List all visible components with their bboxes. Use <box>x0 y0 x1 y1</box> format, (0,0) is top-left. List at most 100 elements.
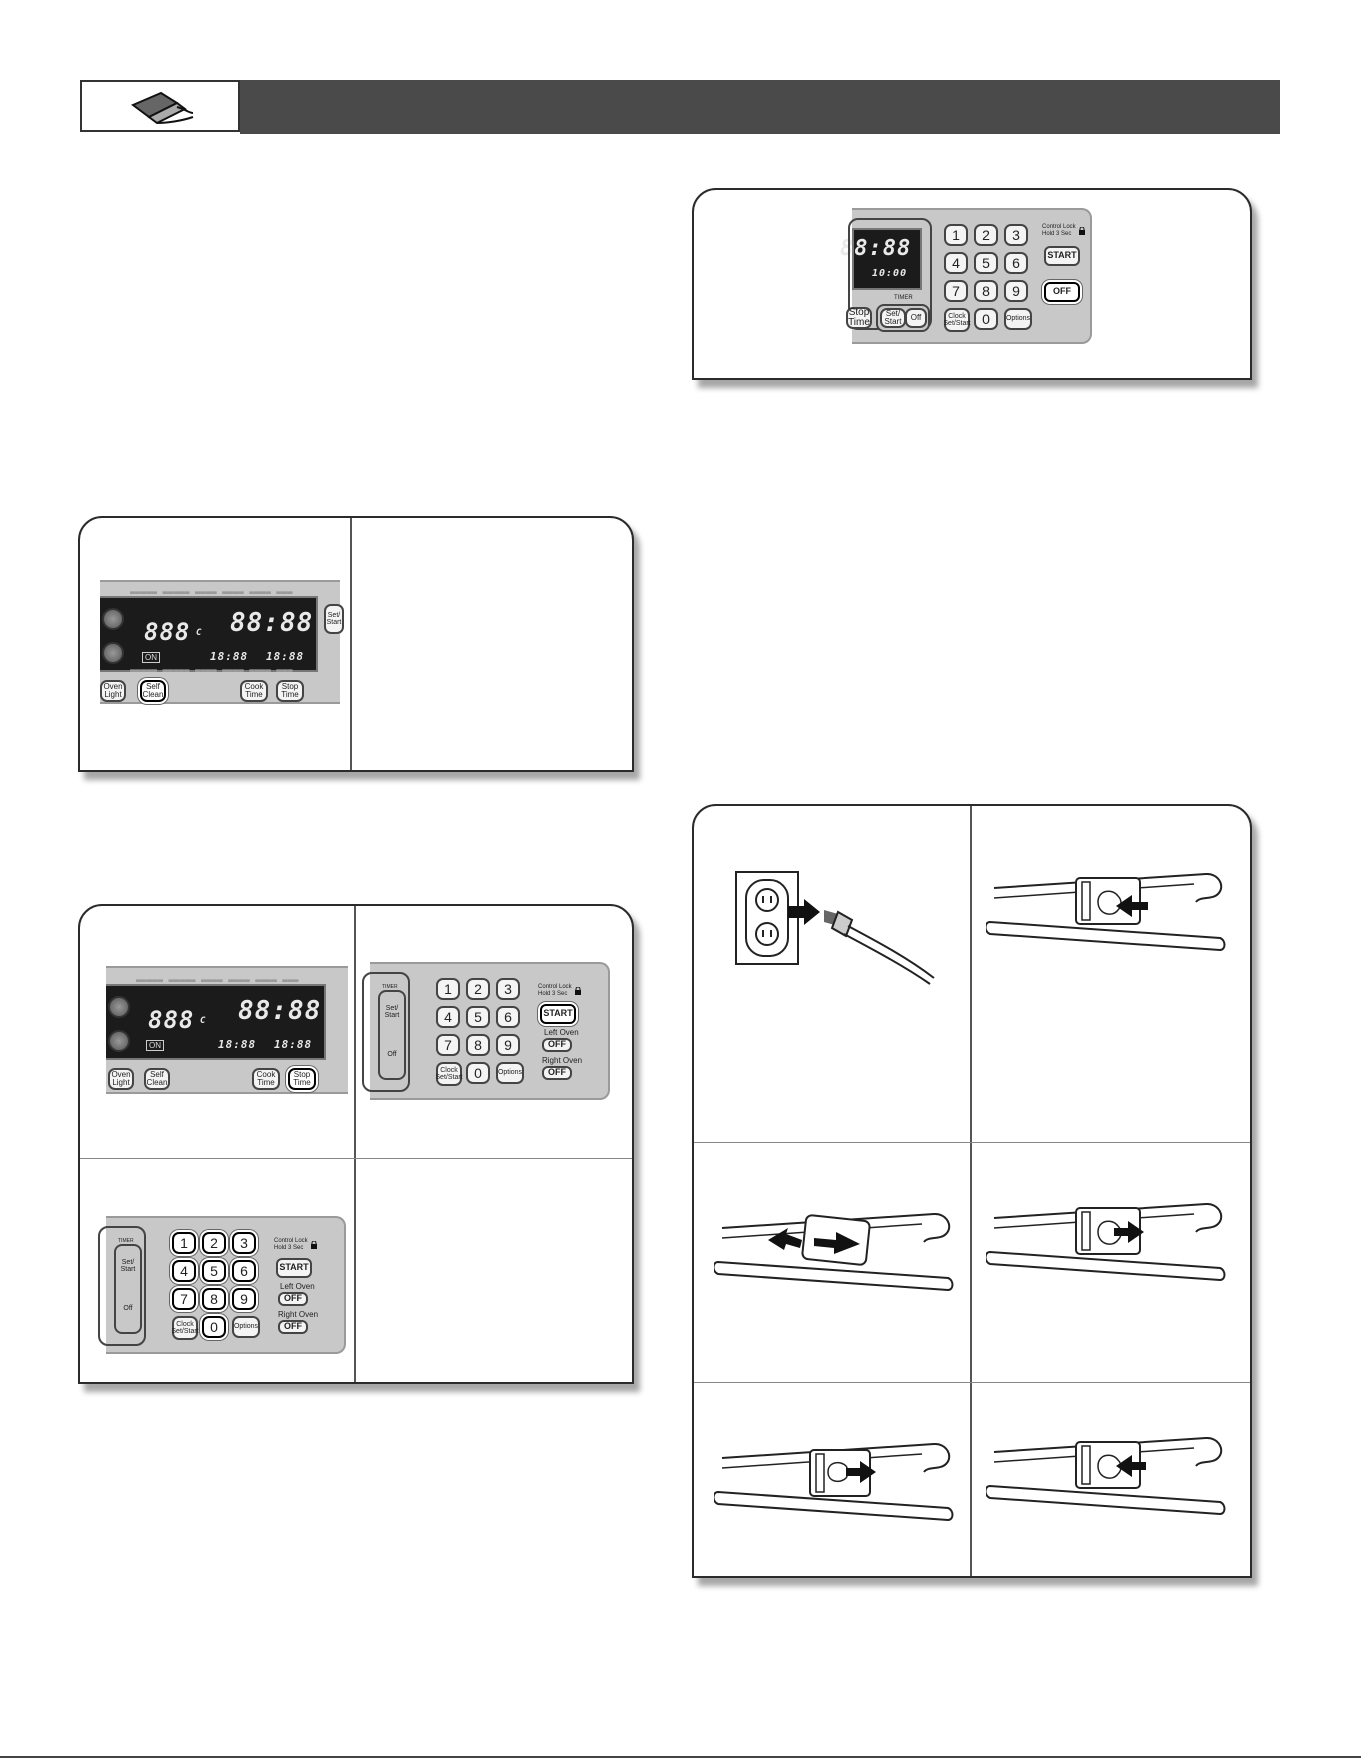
oven-light-button[interactable]: Oven Light <box>108 1068 134 1090</box>
right-oven-off-button[interactable]: OFF <box>542 1066 572 1080</box>
stop-time-button[interactable]: Stop Time <box>288 1068 316 1090</box>
left-oven-label: Left Oven <box>280 1282 315 1291</box>
key-1[interactable]: 1 <box>944 224 968 246</box>
start-button[interactable]: START <box>276 1258 312 1278</box>
self-clean-button[interactable]: Self Clean <box>144 1068 170 1090</box>
display-panel: ▬▬▬▬▬ ▬▬▬▬▬ ▬▬▬▬ ▬▬▬▬ ▬▬▬▬ ▬▬▬ 888 C 88:… <box>106 966 348 1094</box>
display-small-clock: 10:00 <box>872 268 908 279</box>
key-7[interactable]: 7 <box>436 1034 460 1056</box>
self-clean-button[interactable]: Self Clean <box>140 680 166 702</box>
hold-3-sec-label: Hold 3 Sec <box>274 1245 304 1251</box>
key-3[interactable]: 3 <box>1004 224 1028 246</box>
options-button[interactable]: Options <box>1004 308 1032 330</box>
timer-set-start-button-partial[interactable]: Set/ Start <box>324 604 344 634</box>
figure-divider-horizontal-2 <box>694 1382 1250 1383</box>
display-small-clock-right: 18:88 <box>274 1038 313 1051</box>
figure-divider-horizontal-1 <box>694 1142 1250 1143</box>
lcd-segment-row-top: ▬▬▬▬▬ ▬▬▬▬▬ ▬▬▬▬ ▬▬▬▬ ▬▬▬▬ ▬▬▬ <box>136 976 299 986</box>
key-3[interactable]: 3 <box>496 978 520 1000</box>
lamp-cover-step-install <box>986 872 1226 952</box>
key-2[interactable]: 2 <box>466 978 490 1000</box>
lamp-cover-step-slide <box>714 1212 954 1292</box>
key-6[interactable]: 6 <box>1004 252 1028 274</box>
display-clock: 88:88 <box>230 608 314 638</box>
start-button[interactable]: START <box>540 1004 576 1024</box>
key-5[interactable]: 5 <box>466 1006 490 1028</box>
key-4[interactable]: 4 <box>944 252 968 274</box>
key-1[interactable]: 1 <box>436 978 460 1000</box>
key-7[interactable]: 7 <box>172 1288 196 1310</box>
key-2[interactable]: 2 <box>974 224 998 246</box>
left-oven-off-button[interactable]: OFF <box>278 1292 308 1306</box>
key-6[interactable]: 6 <box>232 1260 256 1282</box>
timer-off-button[interactable]: Off <box>123 1305 133 1313</box>
display-on-indicator: ON <box>146 1040 164 1051</box>
key-0[interactable]: 0 <box>974 308 998 330</box>
clock-set-start-button[interactable]: Clock Set/Start <box>435 1062 463 1086</box>
key-8[interactable]: 8 <box>466 1034 490 1056</box>
timer-group: Set/ Start Off <box>876 304 930 332</box>
key-5[interactable]: 5 <box>974 252 998 274</box>
timer-off-button[interactable]: Off <box>905 308 927 328</box>
hold-3-sec-label: Hold 3 Sec <box>538 991 568 997</box>
right-oven-indicator <box>108 1030 130 1052</box>
key-9[interactable]: 9 <box>1004 280 1028 302</box>
right-oven-off-button[interactable]: OFF <box>278 1320 308 1334</box>
control-lock-label: Control Lock <box>538 984 572 990</box>
key-4[interactable]: 4 <box>436 1006 460 1028</box>
timer-set-start-button[interactable]: Set/ Start <box>384 1004 400 1019</box>
key-6[interactable]: 6 <box>496 1006 520 1028</box>
cleaning-cloth-icon <box>131 91 194 125</box>
display-bezel <box>98 1226 146 1346</box>
figure-divider-vertical <box>354 906 356 1382</box>
timer-set-start-button[interactable]: Set/ Start <box>120 1258 136 1273</box>
right-oven-indicator <box>102 642 124 664</box>
lamp-bulb-step-install <box>986 1436 1226 1516</box>
display-temp-unit: C <box>196 628 203 638</box>
key-2[interactable]: 2 <box>202 1232 226 1254</box>
section-header-bar <box>240 80 1280 134</box>
stop-time-button[interactable]: Stop Time <box>276 680 304 702</box>
oven-light-button[interactable]: Oven Light <box>100 680 126 702</box>
key-4[interactable]: 4 <box>172 1260 196 1282</box>
left-oven-label: Left Oven <box>544 1028 579 1037</box>
options-button[interactable]: Options <box>232 1316 260 1338</box>
cook-time-button[interactable]: Cook Time <box>252 1068 280 1090</box>
right-oven-label: Right Oven <box>542 1056 583 1065</box>
key-0[interactable]: 0 <box>202 1316 226 1338</box>
key-5[interactable]: 5 <box>202 1260 226 1282</box>
left-oven-off-button[interactable]: OFF <box>542 1038 572 1052</box>
display-bezel <box>362 972 410 1092</box>
timer-set-start-button[interactable]: Set/ Start <box>880 308 906 328</box>
figure-divider <box>350 518 352 770</box>
key-3[interactable]: 3 <box>232 1232 256 1254</box>
clock-set-start-button[interactable]: Clock Set/Start <box>171 1316 199 1340</box>
lcd-display: ▬▬▬▬▬ ▬▬▬▬▬ ▬▬▬▬ ▬▬▬▬ ▬▬▬▬ ▬▬▬ 888 C 88:… <box>106 976 326 1060</box>
section-icon-box <box>80 80 240 132</box>
control-lock-label: Control Lock <box>1042 224 1076 230</box>
key-9[interactable]: 9 <box>232 1288 256 1310</box>
cook-time-button[interactable]: Cook Time <box>240 680 268 702</box>
key-9[interactable]: 9 <box>496 1034 520 1056</box>
unplug-power-illustration <box>735 871 935 985</box>
key-7[interactable]: 7 <box>944 280 968 302</box>
figure-divider-vertical <box>970 806 972 1576</box>
timer-label: TIMER <box>118 1238 134 1244</box>
key-1[interactable]: 1 <box>172 1232 196 1254</box>
stop-time-button[interactable]: Stop Time <box>846 307 872 329</box>
keypad-panel-digits: Set/ Start Off TIMER 1 2 3 4 5 6 7 8 9 C… <box>98 1216 346 1354</box>
options-button[interactable]: Options <box>496 1062 524 1084</box>
lcd-display: 88:88 10:00 <box>840 228 922 290</box>
lcd-segment-row-top: ▬▬▬▬▬ ▬▬▬▬▬ ▬▬▬▬ ▬▬▬▬ ▬▬▬▬ ▬▬▬ <box>130 588 293 598</box>
left-oven-indicator <box>108 996 130 1018</box>
start-button[interactable]: START <box>1044 246 1080 266</box>
key-8[interactable]: 8 <box>202 1288 226 1310</box>
timer-group: Set/ Start Off <box>114 1244 142 1334</box>
lcd-segment-row-bottom: ▬▬▬▬▬ ▬▬▬▬▬ ▬▬▬▬ ▬▬▬▬ ▬▬▬▬ ▬▬▬ <box>130 666 293 676</box>
clock-set-start-button[interactable]: Clock Set/Start <box>943 308 971 332</box>
off-button[interactable]: OFF <box>1044 282 1080 302</box>
key-0[interactable]: 0 <box>466 1062 490 1084</box>
timer-off-button[interactable]: Off <box>387 1051 397 1059</box>
display-small-clock-right: 18:88 <box>266 650 305 663</box>
key-8[interactable]: 8 <box>974 280 998 302</box>
